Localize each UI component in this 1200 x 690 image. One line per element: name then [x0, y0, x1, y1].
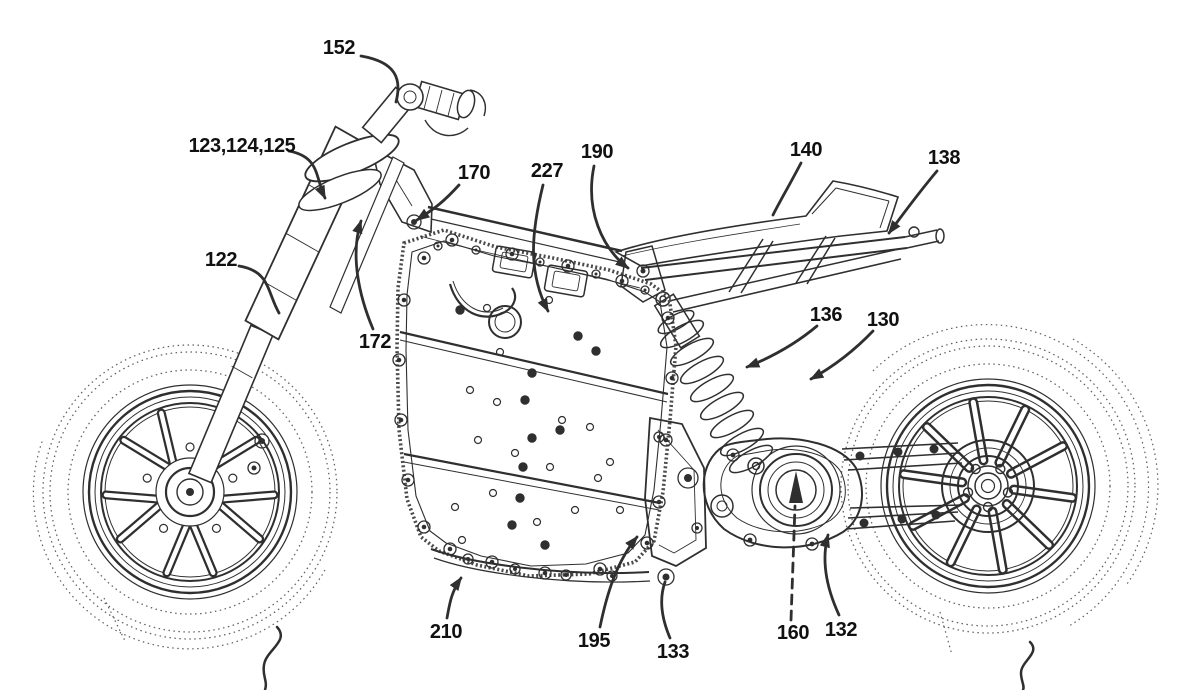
leader-123-124-125: [287, 149, 327, 200]
battery-pack: [392, 214, 703, 586]
ref-label-122: 122: [204, 249, 238, 271]
rear-wheel: [840, 338, 1136, 634]
leader-152: [359, 54, 400, 104]
leader-rear-tire: [1019, 640, 1035, 690]
front-wheel: [42, 344, 338, 640]
leader-136: [745, 324, 819, 369]
shock-bottom-eye: [747, 457, 765, 475]
rail-end-cap: [935, 228, 945, 244]
leader-133: [660, 580, 672, 640]
rear-pulley: [941, 439, 1035, 533]
triple-clamp-lower: [298, 168, 382, 212]
leader-227: [532, 183, 550, 313]
battery-divider-lower: [403, 452, 661, 505]
leader-160-dashed: [789, 504, 797, 622]
front-fender-arc: [32, 438, 326, 650]
motor-axis-arrow: [789, 471, 803, 503]
handlebar: [396, 80, 487, 137]
battery-bolts: [392, 214, 703, 586]
ref-label-152: 152: [322, 37, 356, 59]
leader-195: [598, 535, 639, 629]
ref-label-190: 190: [580, 141, 614, 163]
battery-divider-upper: [399, 330, 669, 396]
ref-label-136: 136: [809, 304, 843, 326]
ref-label-133: 133: [656, 641, 690, 663]
ref-label-160: 160: [776, 622, 810, 644]
tail-rail-top: [640, 236, 906, 269]
leader-130: [809, 329, 875, 381]
ref-label-170: 170: [457, 162, 491, 184]
leader-132: [819, 533, 841, 617]
seat-pan: [614, 180, 900, 267]
leader-138: [887, 169, 939, 235]
front-fork: [187, 80, 487, 484]
bar-end: [456, 89, 476, 119]
ref-label-227: 227: [530, 160, 564, 182]
motor-pulley: [751, 445, 841, 535]
swingarm-drive: [702, 437, 1035, 551]
shock-body: [653, 293, 701, 349]
rear-fender-arc-inner: [1072, 338, 1159, 585]
pivot-hole: [710, 494, 734, 518]
shock-absorber: [653, 291, 774, 475]
ref-label-210: 210: [429, 621, 463, 643]
headtube-casting: [370, 146, 433, 234]
rail-end-hole: [908, 226, 920, 238]
leader-140: [771, 161, 803, 217]
ref-label-140: 140: [789, 139, 823, 161]
riser-clamp: [396, 83, 424, 111]
ref-label-132: 132: [824, 619, 858, 641]
ref-label-138: 138: [927, 147, 961, 169]
leader-lines: [237, 54, 1035, 690]
front-tire-seam: [103, 597, 126, 642]
leader-170: [415, 183, 461, 222]
lower-rail: [668, 248, 902, 313]
shock-spring-coil: [728, 444, 774, 474]
leader-210: [445, 576, 463, 620]
fork-leg-rear: [329, 156, 405, 314]
tail-cowl: [811, 187, 890, 229]
tank-vent-2: [543, 264, 589, 298]
seat-assembly: [614, 180, 900, 267]
subframe-braces: [728, 235, 836, 294]
fork-caliper-bolts: [247, 433, 270, 475]
swingarm-bolts: [726, 444, 941, 551]
harness-cable: [448, 283, 517, 318]
frame-spine: [370, 146, 625, 264]
leader-122: [237, 264, 281, 315]
ref-label-130: 130: [866, 309, 900, 331]
filler-cap: [488, 305, 522, 339]
leader-172: [352, 219, 375, 331]
pivot-plate: [644, 416, 707, 568]
rear-tire-seam: [939, 611, 953, 656]
ref-label-172: 172: [358, 331, 392, 353]
battery-outline: [395, 228, 678, 578]
ref-label-123-124-125: 123,124,125: [188, 135, 296, 157]
ref-label-195: 195: [577, 630, 611, 652]
leader-front-tire: [262, 625, 282, 690]
leader-190: [590, 164, 630, 270]
fender-dotted-arcs: [32, 323, 1159, 656]
